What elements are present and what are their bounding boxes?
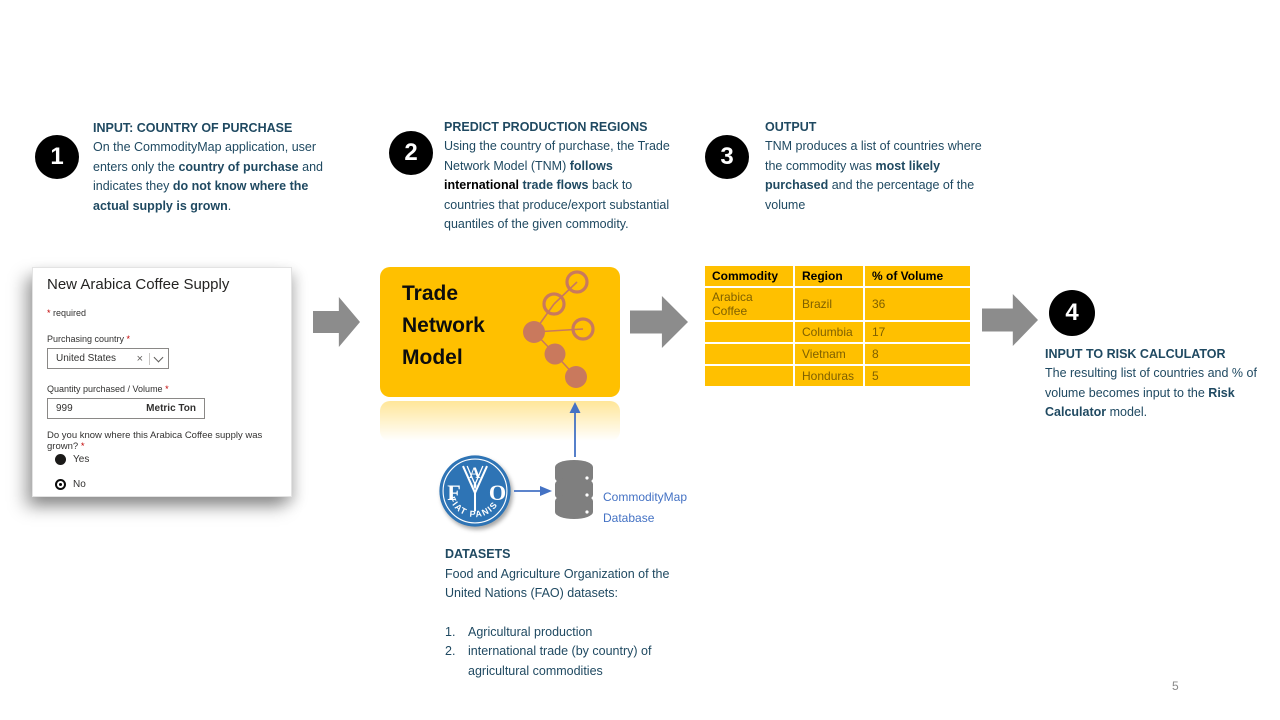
flow-arrow-1 xyxy=(313,297,360,347)
database-label: CommodityMap Database xyxy=(603,490,688,525)
radio-no-label: No xyxy=(73,479,86,490)
table-row: Arabica Coffee Brazil 36 xyxy=(703,286,972,322)
tnm-reflection xyxy=(380,401,620,441)
grown-question: Do you know where this Arabica Coffee su… xyxy=(47,430,263,452)
datasets-intro: Food and Agriculture Organization of the… xyxy=(445,566,670,601)
step-1-number: 1 xyxy=(50,143,64,170)
step-3-heading: OUTPUT xyxy=(765,120,817,134)
page-number: 5 xyxy=(1172,679,1179,693)
chevron-down-icon[interactable] xyxy=(153,352,164,362)
step-3-body: TNM produces a list of countries where t… xyxy=(765,139,982,212)
quantity-label: Quantity purchased / Volume * xyxy=(47,384,169,394)
table-row: Vietnam 8 xyxy=(703,342,972,366)
country-label: Purchasing country * xyxy=(47,334,131,344)
quantity-value: 999 xyxy=(56,403,73,414)
flow-arrow-3 xyxy=(982,294,1038,346)
database-icon xyxy=(555,460,593,519)
step-1-body: On the CommodityMap application, user en… xyxy=(93,140,323,213)
quantity-input[interactable]: 999 Metric Ton xyxy=(47,398,205,419)
quantity-unit: Metric Ton xyxy=(146,403,196,414)
step-3-number: 3 xyxy=(720,143,734,170)
list-item: 2. international trade (by country) of a… xyxy=(445,644,652,678)
step-2-number: 2 xyxy=(404,139,418,166)
step-2-heading: PREDICT PRODUCTION REGIONS xyxy=(444,120,648,134)
step-4-text: INPUT TO RISK CALCULATOR The resulting l… xyxy=(1045,345,1265,423)
fao-to-database-arrow xyxy=(514,486,552,496)
step-4-badge: 4 xyxy=(1049,290,1095,336)
header-region: Region xyxy=(793,264,865,288)
step-1-text: INPUT: COUNTRY OF PURCHASE On the Commod… xyxy=(93,119,336,216)
step-1-heading: INPUT: COUNTRY OF PURCHASE xyxy=(93,121,293,135)
datasets-block: DATASETS Food and Agriculture Organizati… xyxy=(445,545,707,681)
radio-yes-label: Yes xyxy=(73,454,90,465)
table-row: Columbia 17 xyxy=(703,320,972,344)
step-3-badge: 3 xyxy=(705,135,749,179)
clear-icon[interactable]: × xyxy=(136,352,143,365)
datasets-list: 1. Agricultural production 2. internatio… xyxy=(445,623,707,682)
fao-logo-icon: F O A FIAT PANIS xyxy=(439,455,511,527)
table-header-row: Commodity Region % of Volume xyxy=(703,264,972,288)
list-item: 1. Agricultural production xyxy=(445,624,593,639)
step-2-badge: 2 xyxy=(389,131,433,175)
commoditymap-form: New Arabica Coffee Supply * required Pur… xyxy=(32,267,292,497)
datasets-heading: DATASETS xyxy=(445,547,511,561)
radio-yes-icon[interactable] xyxy=(55,454,66,465)
flow-arrow-2 xyxy=(630,296,688,348)
header-volume: % of Volume xyxy=(863,264,972,288)
svg-text:O: O xyxy=(489,480,506,505)
radio-yes[interactable]: Yes xyxy=(55,454,89,465)
step-4-heading: INPUT TO RISK CALCULATOR xyxy=(1045,347,1226,361)
step-1-badge: 1 xyxy=(35,135,79,179)
step-3-text: OUTPUT TNM produces a list of countries … xyxy=(765,118,983,215)
network-graph-icon xyxy=(523,270,595,388)
database-to-model-arrow xyxy=(569,402,581,457)
step-4-body: The resulting list of countries and % of… xyxy=(1045,366,1257,419)
step-2-text: PREDICT PRODUCTION REGIONS Using the cou… xyxy=(444,118,676,235)
divider xyxy=(149,352,150,365)
step-4-number: 4 xyxy=(1065,299,1079,326)
tnm-title: Trade Network Model xyxy=(402,282,485,369)
form-title: New Arabica Coffee Supply xyxy=(47,276,230,293)
step-2-body: Using the country of purchase, the Trade… xyxy=(444,139,670,231)
table-row: Honduras 5 xyxy=(703,364,972,388)
country-dropdown[interactable]: United States × xyxy=(47,348,169,369)
required-note: * required xyxy=(47,308,87,318)
country-value: United States xyxy=(56,353,117,364)
radio-no[interactable]: No xyxy=(55,479,86,490)
trade-network-model-box: Trade Network Model xyxy=(380,267,620,397)
required-asterisk: * xyxy=(47,308,51,318)
header-commodity: Commodity xyxy=(703,264,795,288)
radio-no-icon[interactable] xyxy=(55,479,66,490)
output-table: Commodity Region % of Volume Arabica Cof… xyxy=(703,264,972,388)
svg-text:F: F xyxy=(447,480,461,505)
